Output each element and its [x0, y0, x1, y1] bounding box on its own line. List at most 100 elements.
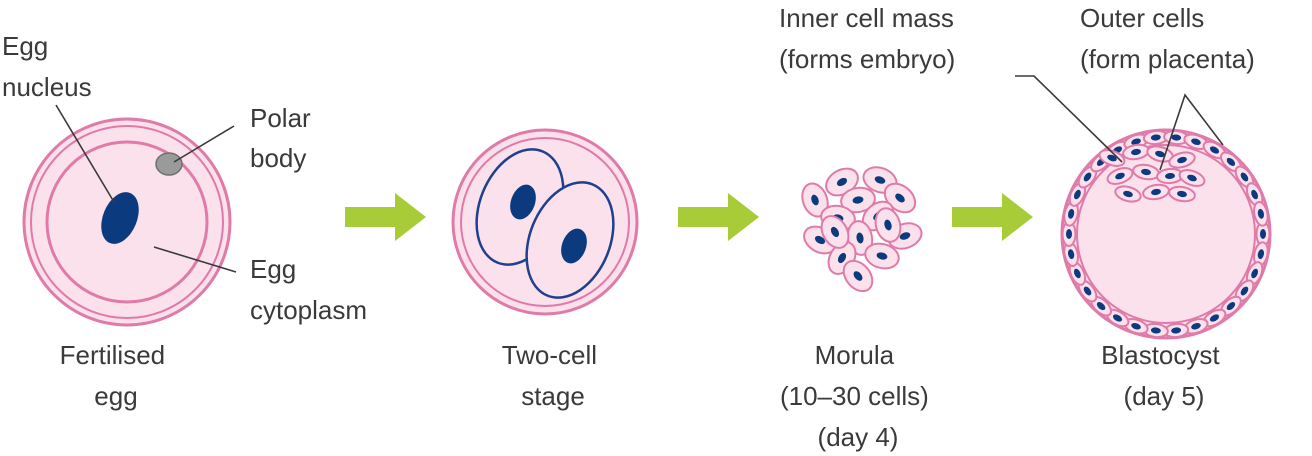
outer-cell [1077, 279, 1098, 303]
inner-mass-cell [1122, 143, 1150, 161]
cell-nucleus [856, 232, 864, 244]
cell-nucleus [1123, 190, 1133, 198]
cell-nucleus [1209, 314, 1220, 322]
cell-right-nucleus [561, 228, 587, 264]
cell-nucleus [1083, 286, 1092, 296]
cell-nucleus [1155, 150, 1165, 158]
cell-nucleus [1240, 172, 1249, 182]
cell-nucleus [1131, 148, 1141, 156]
cell-nucleus [1073, 268, 1081, 279]
cell-nucleus [1226, 302, 1236, 311]
inner-cell-mass-label: Inner cell mass (forms embryo) [779, 3, 961, 74]
right-arrow-icon [678, 193, 759, 241]
cell-nucleus [1131, 138, 1141, 145]
right-arrow-icon [952, 193, 1033, 241]
cell-nucleus [1240, 286, 1249, 296]
stage-caption-morula: Morula (10–30 cells) (day 4) [780, 340, 936, 452]
cell-nucleus [1131, 323, 1141, 330]
cell-nucleus [1187, 174, 1197, 182]
cell-nucleus [1107, 154, 1117, 162]
cell-nucleus [814, 235, 826, 245]
cell-nucleus [1073, 189, 1081, 200]
polar-body-leader [173, 125, 235, 163]
cell-nucleus [1191, 138, 1201, 145]
inner-mass-cell [1098, 149, 1126, 167]
polar-body [155, 152, 183, 176]
egg-cytoplasm-leader [153, 246, 237, 273]
morula-cell [820, 215, 850, 249]
egg-cytoplasm-label: Egg cytoplasm [250, 254, 367, 325]
cell-nucleus [1165, 172, 1175, 180]
outer-cell [1061, 221, 1077, 247]
cell-nucleus [874, 176, 886, 184]
morula-cell [874, 207, 902, 243]
cell-nucleus [1112, 314, 1123, 322]
outer-cell [1253, 201, 1269, 227]
cell-nucleus [1177, 190, 1187, 198]
inner-mass-cell [1178, 169, 1206, 187]
cell-nucleus [1083, 172, 1092, 182]
cell-nucleus [837, 252, 847, 264]
two-cell-membrane-inner-ring [460, 137, 630, 307]
cell-nucleus [852, 196, 864, 204]
stage-caption-two-cell: Two-cell stage [502, 340, 605, 411]
outer-cell [1077, 165, 1098, 189]
outer-cells-label: Outer cells (form placenta) [1080, 3, 1255, 74]
inner-cell-mass-leader [1015, 75, 1123, 163]
egg-inner-ring [45, 140, 209, 304]
cell-nucleus [1260, 229, 1266, 239]
outer-cell [1142, 129, 1169, 146]
cell-nucleus [1209, 146, 1220, 154]
cell-nucleus [830, 226, 840, 238]
stage-caption-fertilised-egg: Fertilised egg [60, 340, 173, 411]
outer-cell [1142, 322, 1169, 339]
inner-mass-cell [1106, 167, 1134, 185]
inner-mass-cell [1168, 151, 1196, 169]
outer-cell [1163, 322, 1190, 339]
cell-nucleus [895, 193, 905, 203]
outer-cell [1234, 279, 1255, 303]
blastocyst [1060, 128, 1272, 340]
two-cell-stage [451, 128, 639, 316]
right-arrow-icon [345, 193, 426, 241]
cell-left-nucleus [510, 184, 536, 220]
cell-nucleus [1251, 268, 1259, 279]
outer-cell [1105, 308, 1130, 328]
outer-cells-leader [1159, 93, 1224, 171]
egg-nucleus-label: Egg nucleus [2, 31, 92, 102]
egg-nucleus-leader [55, 104, 115, 203]
cell-nucleus [1141, 168, 1151, 176]
cell-nucleus [1096, 302, 1106, 311]
outer-cell [1183, 318, 1209, 335]
stage-caption-blastocyst: Blastocyst (day 5) [1101, 340, 1227, 411]
outer-cell [1123, 318, 1149, 335]
cell-nucleus [811, 194, 819, 206]
cell-nucleus [1226, 157, 1236, 166]
outer-cell [1068, 261, 1087, 286]
cell-nucleus [1068, 208, 1075, 219]
cell-nucleus [1251, 189, 1259, 200]
cell-nucleus [1151, 188, 1161, 196]
cell-nucleus [1257, 249, 1264, 260]
morula-cell [864, 242, 900, 270]
morula-cell [840, 186, 876, 214]
cell-nucleus [876, 252, 888, 260]
cell-nucleus [1150, 327, 1161, 334]
inner-cell-mass [1098, 143, 1206, 203]
outer-cell [1063, 241, 1079, 267]
cell-nucleus [853, 271, 863, 281]
polar-body-label: Polar body [250, 103, 318, 173]
cell-nucleus [899, 232, 911, 240]
outer-cells-ring [1061, 129, 1271, 339]
outer-cell [1234, 165, 1255, 189]
inner-mass-cell [1168, 185, 1196, 203]
outer-cell [1253, 241, 1269, 267]
cell-nucleus [1066, 229, 1072, 239]
cell-nucleus [1171, 327, 1182, 334]
fertilised-egg [22, 117, 232, 327]
cell-nucleus [1115, 172, 1125, 180]
morula-cell [883, 182, 917, 214]
cell-nucleus [1150, 134, 1161, 141]
inner-mass-cell [1142, 183, 1170, 201]
